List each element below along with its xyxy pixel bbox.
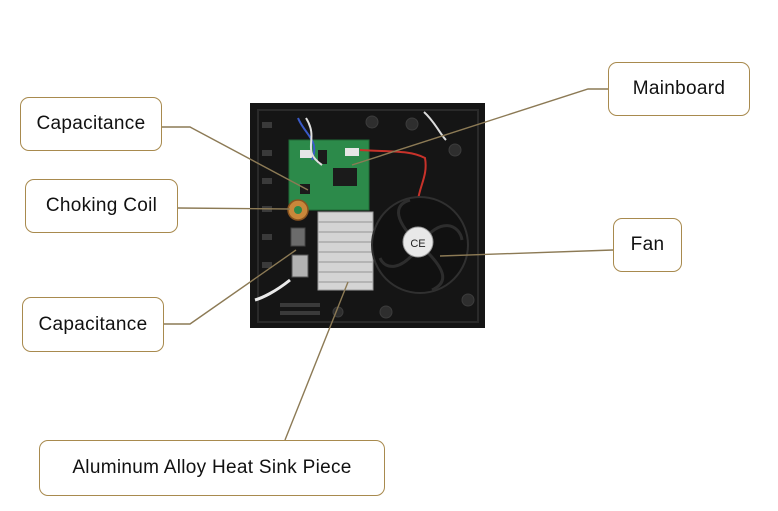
- fan-part: CE: [371, 196, 469, 294]
- label-choking-coil: Choking Coil: [25, 179, 178, 233]
- wiring: [254, 111, 447, 302]
- leader-capacitance-top: [162, 126, 309, 191]
- fan-ce-mark: CE: [410, 238, 425, 250]
- capacitor-part: [290, 227, 306, 247]
- capacitor-part-lower: [291, 254, 309, 278]
- choking-coil-part: [287, 199, 309, 221]
- leader-fan: [439, 249, 614, 257]
- label-capacitance-bottom: Capacitance: [22, 297, 164, 352]
- leader-capacitance-bottom: [164, 249, 297, 325]
- leader-lines: [162, 88, 614, 441]
- label-capacitance-top: Capacitance: [20, 97, 162, 151]
- label-heat-sink: Aluminum Alloy Heat Sink Piece: [39, 440, 385, 496]
- label-mainboard: Mainboard: [608, 62, 750, 116]
- leader-choking-coil: [177, 207, 291, 210]
- leader-mainboard: [351, 88, 608, 166]
- heat-sink-part: [317, 211, 374, 291]
- label-fan: Fan: [613, 218, 682, 272]
- leader-heat-sink: [284, 281, 349, 441]
